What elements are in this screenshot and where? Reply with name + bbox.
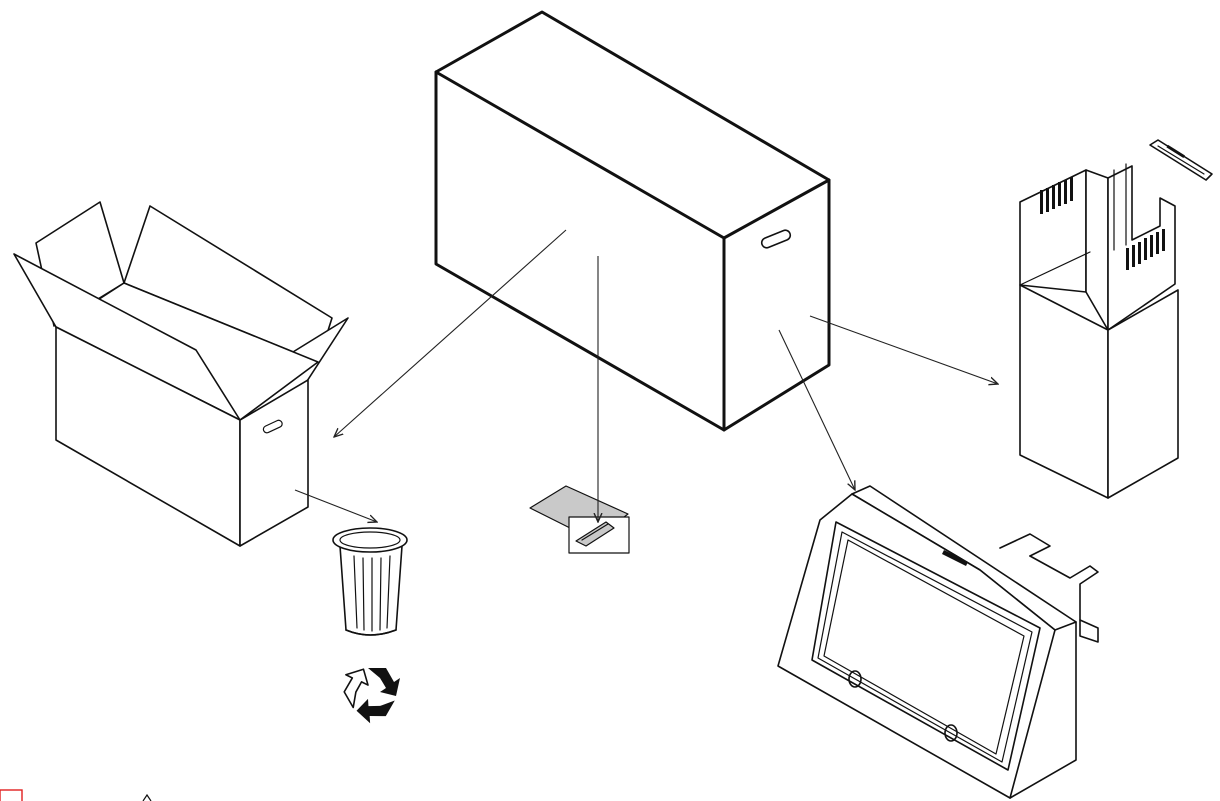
caret-mark [142,793,152,801]
chimney-duct-icon [1019,163,1179,499]
arrow-to-hood-unit [778,329,855,490]
control-knob-icon [944,724,958,742]
bracket-icon [1149,139,1213,181]
document-envelope-icon [529,485,630,554]
recycle-icon [343,668,400,724]
carton-handle-icon [760,229,792,249]
carton-handle-icon [262,419,283,434]
corner-marks [0,789,152,801]
arrow-to-chimney [809,315,998,384]
unpack-arrows [294,229,998,522]
closed-box-icon [434,10,831,432]
control-knob-icon [848,670,862,688]
red-corner-mark [0,789,23,801]
trash-bin-icon [332,527,408,636]
arrow-to-trash-bin [294,489,377,522]
open-box-icon [13,201,349,547]
arrow-to-open-box [334,229,567,437]
cooker-hood-icon [777,485,1099,799]
